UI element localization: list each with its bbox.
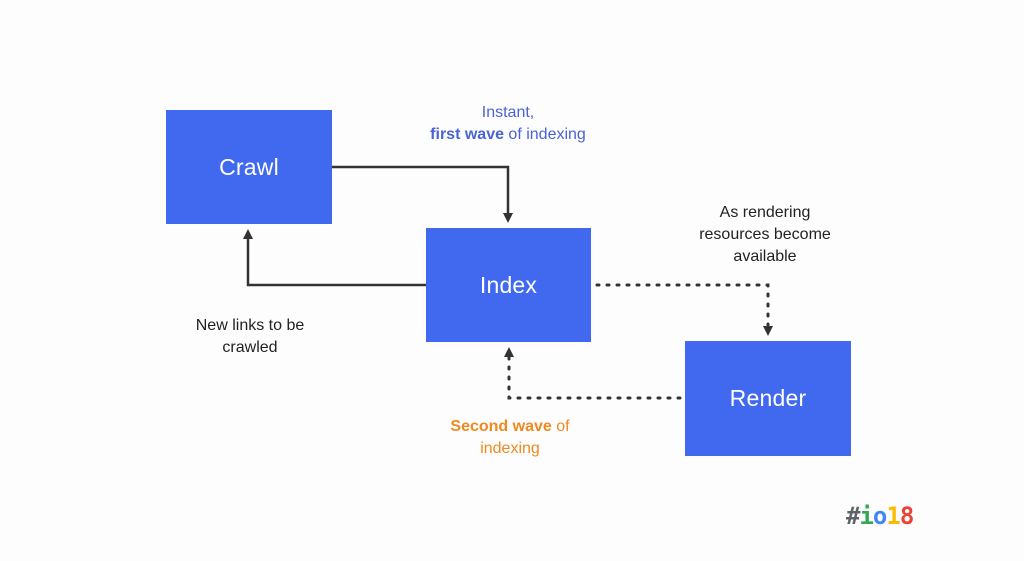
second-wave-rest: of — [551, 418, 570, 435]
second-wave-label: Second wave of indexing — [420, 416, 600, 460]
logo-glyph: # — [846, 502, 860, 530]
crawl-node: Crawl — [166, 110, 332, 224]
first-wave-bold: first wave — [430, 126, 504, 143]
render-node: Render — [685, 341, 851, 456]
index-node-label: Index — [479, 271, 538, 298]
crawl-node-label: Crawl — [219, 153, 279, 180]
resources-line1: As rendering — [719, 204, 811, 221]
second-wave-bold: Second wave — [450, 418, 552, 435]
arrow-index-to-render-dotted — [595, 283, 773, 336]
resources-available-label: As rendering resources become available — [670, 202, 860, 268]
resources-line3: available — [733, 248, 797, 265]
resources-line2: resources become — [699, 226, 831, 243]
render-node-label: Render — [729, 385, 807, 411]
first-wave-line2: first wave of indexing — [398, 124, 618, 146]
logo-glyph: o — [872, 502, 887, 530]
arrow-render-to-index-dotted — [504, 347, 682, 400]
new-links-line1: New links to be — [195, 317, 305, 334]
first-wave-rest: of indexing — [503, 126, 586, 143]
new-links-label: New links to be crawled — [160, 315, 340, 359]
arrow-index-to-crawl — [243, 229, 426, 287]
first-wave-label: Instant, first wave of indexing — [398, 102, 618, 146]
logo-glyph: i — [859, 502, 873, 530]
second-wave-line2: indexing — [480, 440, 540, 457]
arrow-crawl-to-index — [332, 165, 513, 223]
first-wave-line1: Instant, — [481, 104, 535, 121]
second-wave-line1: Second wave of — [420, 416, 600, 438]
logo-glyph: 8 — [899, 502, 914, 530]
logo-glyph: 1 — [886, 502, 900, 530]
index-node: Index — [426, 228, 591, 342]
new-links-line2: crawled — [222, 339, 278, 356]
